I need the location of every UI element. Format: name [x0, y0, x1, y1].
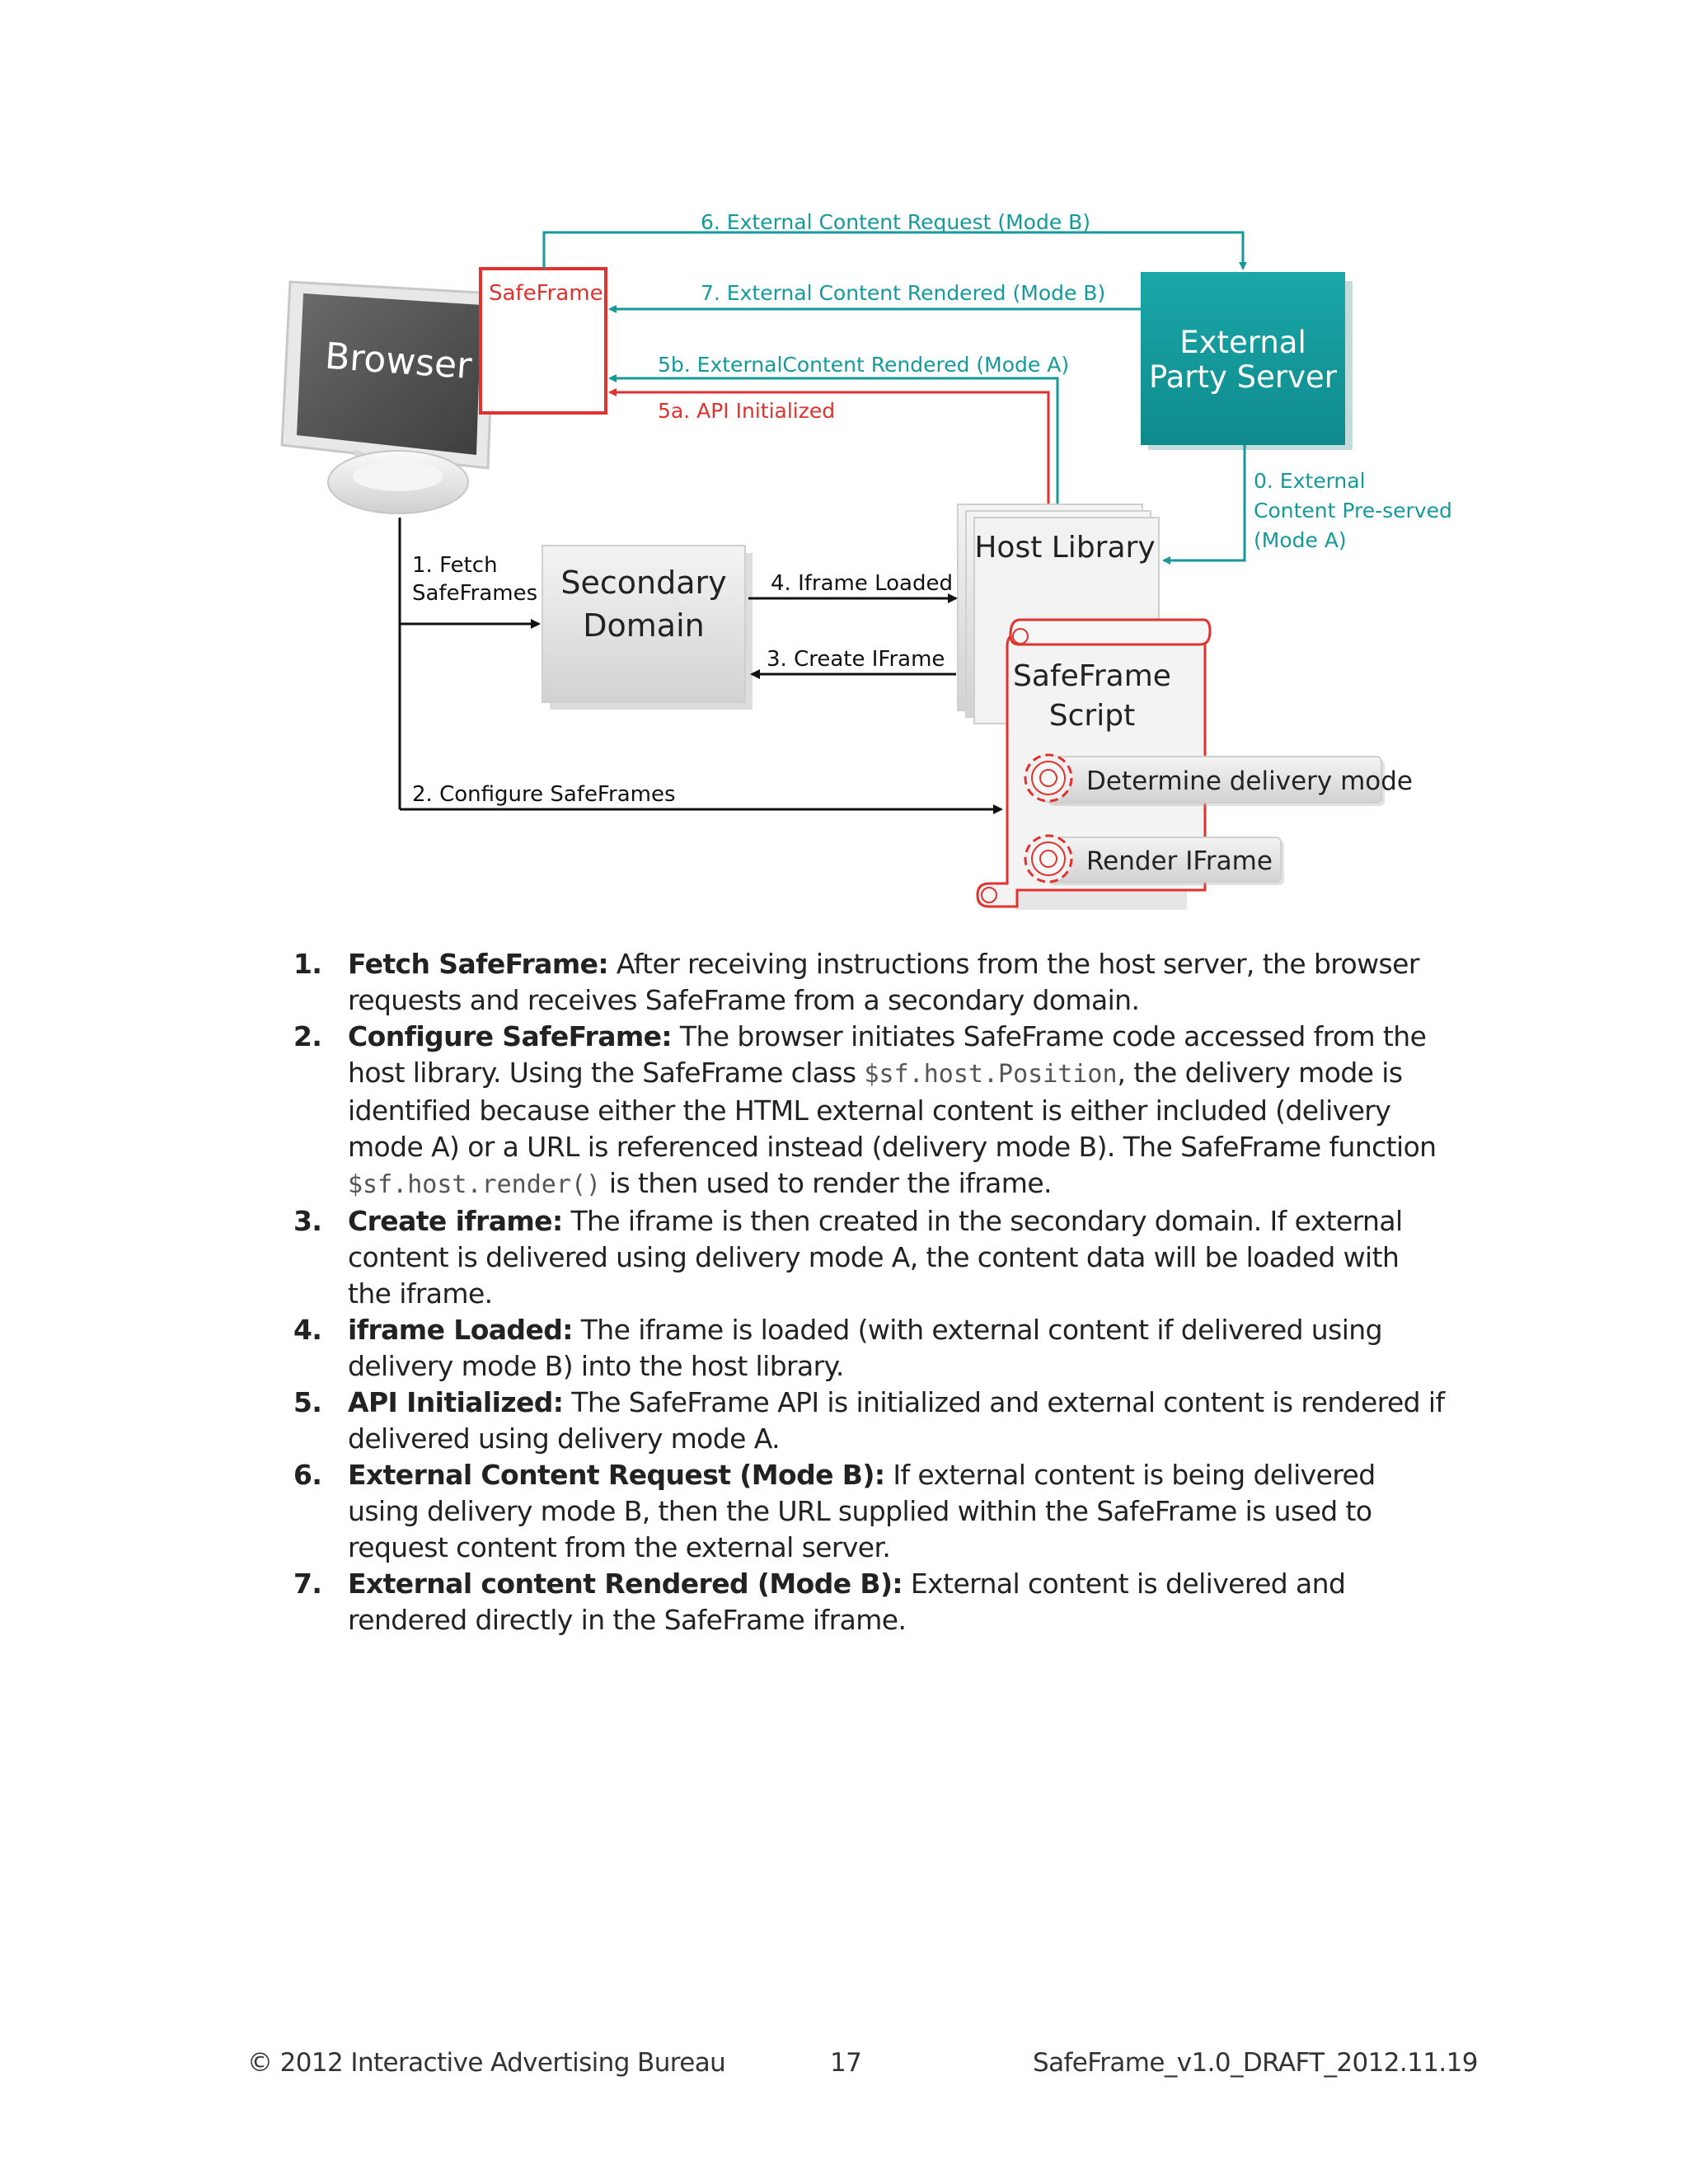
arrow-5b-label: 5b. ExternalContent Rendered (Mode A) — [658, 353, 1069, 377]
browser-label: Browser — [324, 335, 474, 387]
code-sf-host-render: $sf.host.render() — [348, 1170, 602, 1199]
step-2: 2. Configure SafeFrame: The browser initi… — [293, 1019, 1447, 1203]
render-iframe-label: Render IFrame — [1086, 846, 1273, 876]
arrow-0-label-line2: Content Pre-served — [1254, 499, 1452, 523]
step-text: The iframe is then created in the second… — [348, 1205, 1403, 1310]
arrow-5b-line — [608, 374, 1059, 504]
determine-delivery-mode-pill: Determine delivery mode — [1044, 756, 1413, 806]
step-text: If external content is being delivered u… — [348, 1459, 1376, 1563]
external-party-server-box: External Party Server — [1141, 272, 1353, 450]
arrow-2-label: 2. Configure SafeFrames — [412, 782, 676, 807]
safeframe-script-label-line2: Script — [1049, 699, 1135, 733]
external-server-label-line1: External — [1179, 325, 1306, 360]
gear-icon — [1024, 834, 1073, 883]
secondary-domain-label-line2: Domain — [583, 607, 704, 644]
step-term: Configure SafeFrame: — [348, 1020, 673, 1052]
arrow-7-label: 7. External Content Rendered (Mode B) — [701, 281, 1105, 305]
step-number: 7. — [293, 1568, 322, 1600]
step-text: External content is delivered and render… — [348, 1568, 1346, 1636]
step-term: External content Rendered (Mode B): — [348, 1568, 903, 1600]
step-number: 1. — [293, 948, 322, 980]
footer-doc-id: SafeFrame_v1.0_DRAFT_2012.11.19 — [1033, 2048, 1478, 2078]
step-3: 3. Create iframe: The iframe is then crea… — [293, 1203, 1447, 1312]
arrow-0-line — [1162, 445, 1246, 565]
browser-monitor-icon: Browser — [280, 280, 496, 514]
step-text: After receiving instructions from the ho… — [348, 948, 1419, 1016]
code-sf-host-position: $sf.host.Position — [864, 1060, 1118, 1089]
safeframe-flow-diagram: Browser SafeFrame External Party Server … — [280, 210, 1452, 910]
step-text: is then used to render the iframe. — [601, 1167, 1053, 1199]
step-number: 2. — [293, 1020, 322, 1052]
steps-list: 1. Fetch SafeFrame: After receiving instr… — [293, 946, 1447, 1638]
arrow-0-label-line1: 0. External — [1254, 469, 1366, 493]
arrow-0-label-line3: (Mode A) — [1254, 528, 1347, 552]
step-5: 5. API Initialized: The SafeFrame API is … — [293, 1385, 1447, 1457]
secondary-domain-label-line1: Secondary — [560, 565, 726, 601]
render-iframe-pill: Render IFrame — [1044, 837, 1284, 885]
safeframe-label: SafeFrame — [489, 281, 603, 306]
arrow-6-label: 6. External Content Request (Mode B) — [701, 210, 1090, 234]
host-library-label: Host Library — [974, 531, 1155, 565]
determine-delivery-mode-label: Determine delivery mode — [1086, 766, 1413, 796]
step-number: 6. — [293, 1459, 322, 1491]
arrow-5a-line — [608, 388, 1050, 504]
secondary-domain-box: Secondary Domain — [542, 545, 753, 710]
step-term: Create iframe: — [348, 1205, 563, 1237]
step-7: 7. External content Rendered (Mode B): Ex… — [293, 1566, 1447, 1638]
arrow-1-label-line2: SafeFrames — [412, 581, 537, 606]
arrow-6-line — [542, 231, 1247, 270]
step-number: 3. — [293, 1205, 322, 1237]
arrow-4-label: 4. Iframe Loaded — [771, 571, 953, 596]
step-text: The browser initiates SafeFrame code acc… — [348, 1020, 1427, 1089]
arrow-3-label: 3. Create IFrame — [767, 647, 945, 672]
footer-copyright: © 2012 Interactive Advertising Bureau — [247, 2048, 726, 2078]
step-text: , the delivery mode is identified becaus… — [348, 1057, 1437, 1163]
safeframe-box — [479, 267, 607, 415]
step-term: Fetch SafeFrame: — [348, 948, 609, 980]
step-6: 6. External Content Request (Mode B): If … — [293, 1457, 1447, 1566]
step-1: 1. Fetch SafeFrame: After receiving instr… — [293, 946, 1447, 1019]
step-number: 4. — [293, 1314, 322, 1346]
step-term: External Content Request (Mode B): — [348, 1459, 885, 1491]
safeframe-script-label-line1: SafeFrame — [1013, 659, 1171, 693]
footer-page-number: 17 — [830, 2048, 862, 2078]
step-number: 5. — [293, 1386, 322, 1418]
step-term: API Initialized: — [348, 1386, 564, 1418]
step-4: 4. iframe Loaded: The iframe is loaded (w… — [293, 1312, 1447, 1385]
arrow-1-label-line1: 1. Fetch — [412, 553, 498, 578]
gear-icon — [1024, 753, 1073, 803]
external-server-label-line2: Party Server — [1149, 359, 1338, 395]
step-text: The SafeFrame API is initialized and ext… — [348, 1386, 1445, 1455]
step-term: iframe Loaded: — [348, 1314, 573, 1346]
step-text: The iframe is loaded (with external cont… — [348, 1314, 1383, 1382]
arrow-5a-label: 5a. API Initialized — [658, 399, 835, 423]
